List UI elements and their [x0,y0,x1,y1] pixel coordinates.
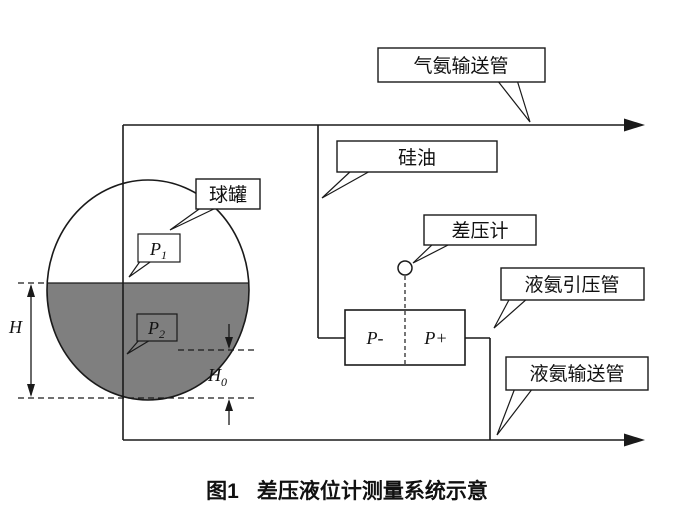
callout-box [336,140,498,173]
callout-tail [169,206,219,231]
h0-label-base: H [207,365,222,385]
h0-arrow-up [225,399,233,411]
callout-liquid-ammonia-impulse-pipe: 液氨引压管 [493,267,645,329]
liquid-ammonia-impulse-pipe-label: 液氨引压管 [524,274,619,296]
gas-pipe-arrowhead [624,118,645,132]
p2-tag: P2 [126,313,178,355]
liquid-pipe-arrowhead [624,433,645,447]
h0-arrow-down [225,337,233,349]
callout-box [195,178,261,210]
callout-box [500,267,645,301]
callout-liquid-ammonia-pipe: 液氨输送管 [496,356,649,436]
p1-label-sub: 1 [161,248,167,262]
p2-tag-box [136,313,178,342]
dimension-H: H [8,284,35,397]
p-minus-label: P- [366,328,384,348]
figure-caption-title: 差压液位计测量系统示意 [257,479,488,503]
h0-label: H0 [207,365,227,389]
p2-label-sub: 2 [159,327,165,341]
callout-tail [412,242,453,264]
p2-label-base: P [147,318,159,338]
liquid-ammonia-pipe-label: 液氨输送管 [529,363,624,385]
h0-label-sub: 0 [221,375,227,389]
dp-gauge-circle [397,260,413,276]
dp-gauge-label: 差压计 [451,220,508,242]
h-arrow-up [27,284,35,297]
p1-tag: P1 [128,233,181,278]
p1-label-base: P [149,239,161,259]
gas-ammonia-pipe-label: 气氨输送管 [413,55,508,77]
reference-lines [18,282,258,399]
spherical-tank-label: 球罐 [209,184,247,206]
callout-tail [321,169,375,199]
callout-tail [495,79,531,123]
callout-tail [496,387,535,436]
dp-transmitter: P- P+ [344,260,466,366]
h-label: H [8,317,23,337]
h-arrow-down [27,384,35,397]
callout-dp-gauge: 差压计 [412,214,537,264]
callout-box [377,47,546,83]
figure-caption-number: 图1 [206,480,239,503]
p1-label: P1 [149,239,167,262]
callout-box [505,356,649,391]
p-plus-label: P+ [423,328,447,348]
callout-silicone-oil: 硅油 [321,140,498,199]
p1-tag-box [137,233,181,263]
silicone-oil-label: 硅油 [398,147,436,169]
p2-label: P2 [147,318,165,341]
figure-caption: 图1 差压液位计测量系统示意 [206,479,488,503]
callout-tail [493,297,530,329]
tank-outline [46,179,250,401]
dimension-H0: H0 [207,324,233,425]
pipes [122,118,645,447]
callout-box [423,214,537,246]
callout-gas-ammonia-pipe: 气氨输送管 [377,47,546,123]
callout-spherical-tank: 球罐 [169,178,261,231]
